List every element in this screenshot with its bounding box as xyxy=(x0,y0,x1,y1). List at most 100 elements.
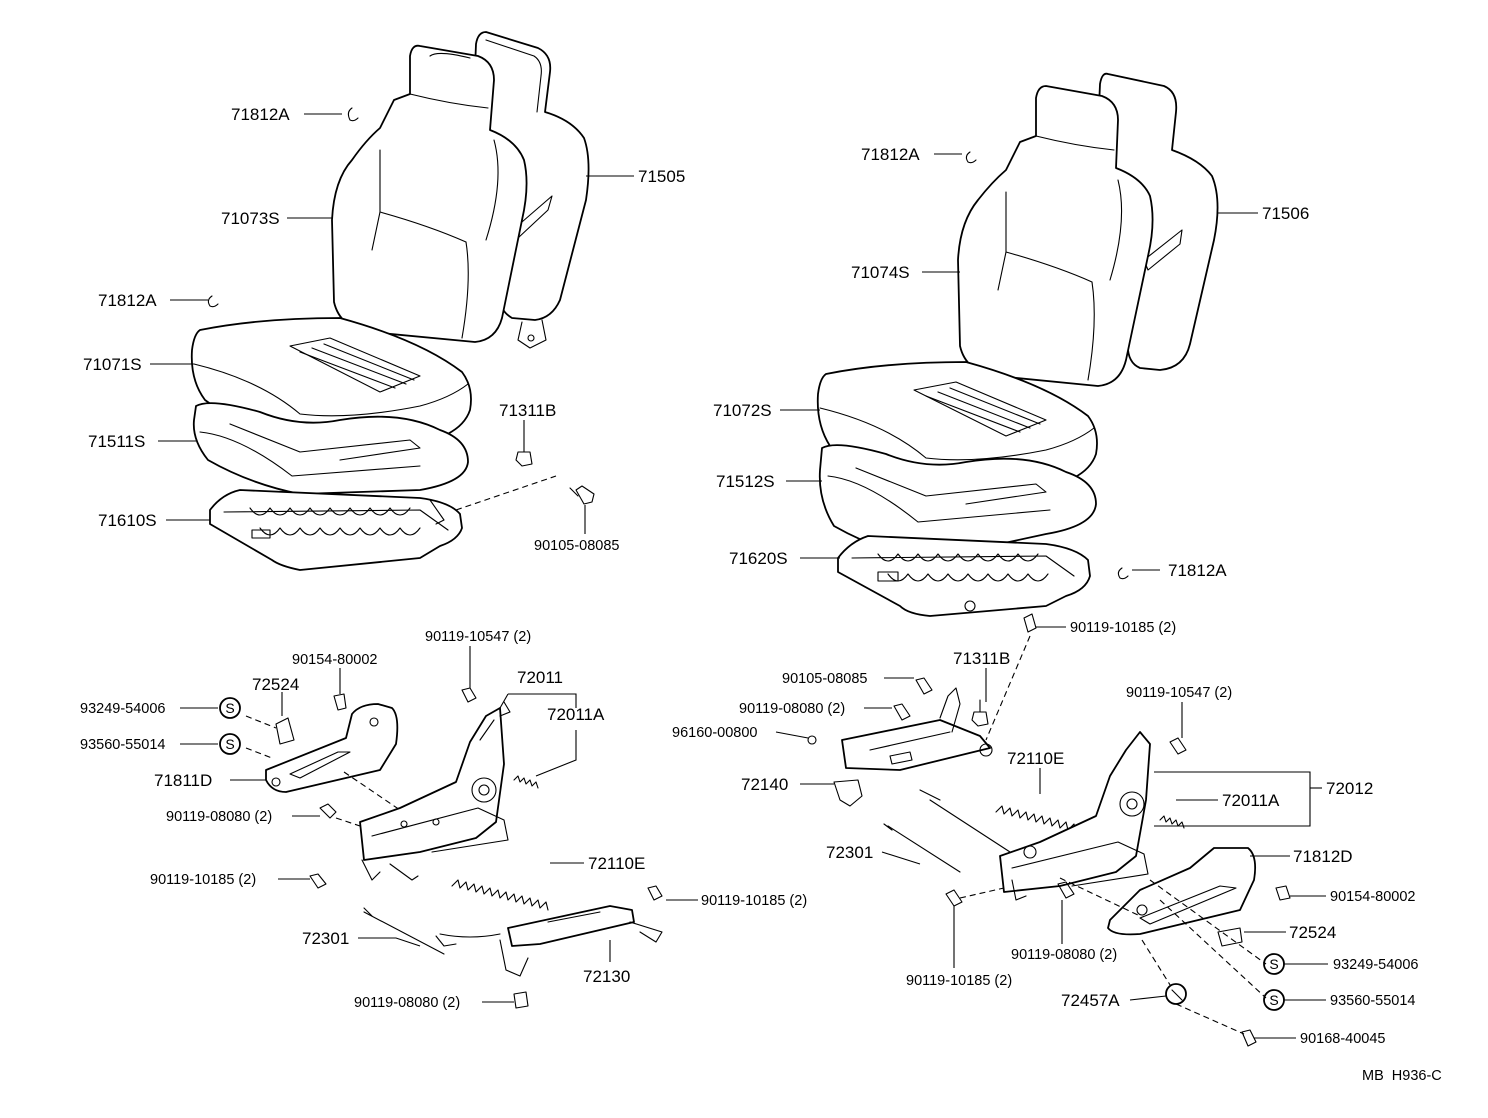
screw-icon xyxy=(1275,885,1291,901)
part-label[interactable]: 72011 xyxy=(517,668,563,687)
part-label[interactable]: 71812D xyxy=(1293,847,1353,866)
svg-text:S: S xyxy=(225,700,234,716)
s-symbol-left-1: S xyxy=(219,697,241,719)
s-symbol-right-1: S xyxy=(1263,953,1285,975)
part-label[interactable]: 90154-80002 xyxy=(1330,889,1415,905)
part-label[interactable]: 71071S xyxy=(83,355,142,374)
part-label[interactable]: 90119-10185 (2) xyxy=(701,893,807,909)
bolt-icon xyxy=(319,803,337,819)
left-cushion-frame-drawing xyxy=(209,489,463,571)
right-adjuster-drawing xyxy=(833,687,993,807)
part-label[interactable]: 71812A xyxy=(1168,561,1227,580)
part-label[interactable]: 90119-10185 (2) xyxy=(1070,620,1176,636)
clip-icon xyxy=(1117,567,1129,580)
part-label[interactable]: 72110E xyxy=(588,854,645,873)
part-label[interactable]: 90119-08080 (2) xyxy=(1011,947,1117,963)
part-label[interactable]: 71074S xyxy=(851,263,910,282)
part-label[interactable]: 71620S xyxy=(729,549,788,568)
clip-icon xyxy=(207,295,219,308)
svg-text:S: S xyxy=(1269,992,1278,1008)
part-label[interactable]: 72301 xyxy=(302,929,349,948)
knob-drawing xyxy=(275,717,295,745)
part-label[interactable]: 90119-08080 (2) xyxy=(354,995,460,1011)
part-label[interactable]: 71511S xyxy=(88,432,145,451)
bolt-icon xyxy=(915,677,933,695)
cable-drawing xyxy=(887,825,961,873)
part-label[interactable]: 72140 xyxy=(741,775,788,794)
part-label[interactable]: 71812A xyxy=(231,105,290,124)
bolt-icon xyxy=(647,885,663,901)
part-label[interactable]: 90119-10547 (2) xyxy=(1126,685,1232,701)
s-symbol-right-2: S xyxy=(1263,989,1285,1011)
part-label[interactable]: 90105-08085 xyxy=(534,538,619,554)
part-label[interactable]: 72012 xyxy=(1326,779,1373,798)
part-label[interactable]: 72011A xyxy=(547,705,605,724)
diagram-code: MB H936-C xyxy=(1362,1068,1442,1084)
bolt-icon xyxy=(309,873,327,889)
screw-icon xyxy=(1241,1029,1257,1047)
part-label[interactable]: 93560-55014 xyxy=(80,737,165,753)
part-label[interactable]: 71610S xyxy=(98,511,157,530)
svg-text:S: S xyxy=(1269,956,1278,972)
part-label[interactable]: 90105-08085 xyxy=(782,671,867,687)
part-label[interactable]: 72130 xyxy=(583,967,630,986)
part-label[interactable]: 90119-10185 (2) xyxy=(150,872,256,888)
clip-icon xyxy=(965,151,977,164)
svg-text:S: S xyxy=(225,736,234,752)
screw-icon xyxy=(333,693,347,711)
right-seatback-front-drawing xyxy=(957,85,1154,387)
right-recliner-cover-drawing xyxy=(1107,847,1291,947)
leader-lines xyxy=(150,113,1328,1039)
clip-icon xyxy=(347,107,359,122)
bolt-icon xyxy=(1169,737,1187,755)
spring-icon xyxy=(451,879,549,911)
part-label[interactable]: 93560-55014 xyxy=(1330,993,1415,1009)
washer-icon xyxy=(807,735,817,745)
left-recliner-cover-drawing xyxy=(265,693,399,793)
nut-icon xyxy=(971,699,989,727)
bolt-icon xyxy=(1023,613,1037,633)
part-label[interactable]: 93249-54006 xyxy=(1333,957,1418,973)
part-label[interactable]: 72457A xyxy=(1061,991,1120,1010)
part-label[interactable]: 90154-80002 xyxy=(292,652,377,668)
left-adjuster-drawing xyxy=(435,905,663,977)
bolt-icon xyxy=(1057,881,1075,899)
part-label[interactable]: 71072S xyxy=(713,401,772,420)
part-label[interactable]: 90119-08080 (2) xyxy=(166,809,272,825)
right-cushion-pad-drawing xyxy=(818,444,1097,561)
part-label[interactable]: 72524 xyxy=(1289,923,1336,942)
part-label[interactable]: 71812A xyxy=(98,291,157,310)
part-label[interactable]: 71811D xyxy=(154,771,212,790)
right-cushion-frame-drawing xyxy=(837,535,1091,617)
knob-drawing xyxy=(1217,927,1243,947)
bolt-icon xyxy=(893,703,911,721)
part-label[interactable]: 71311B xyxy=(953,649,1010,668)
part-label[interactable]: 90119-10547 (2) xyxy=(425,629,531,645)
left-seatback-front-drawing xyxy=(331,44,528,343)
part-label[interactable]: 71505 xyxy=(638,167,685,186)
part-label[interactable]: 96160-00800 xyxy=(672,725,757,741)
bolt-icon xyxy=(461,687,477,703)
part-label[interactable]: 71812A xyxy=(861,145,920,164)
right-recliner-drawing xyxy=(919,731,1151,901)
part-label[interactable]: 71512S xyxy=(716,472,775,491)
part-label[interactable]: 90119-10185 (2) xyxy=(906,973,1012,989)
part-label[interactable]: 72301 xyxy=(826,843,873,862)
part-label[interactable]: 71073S xyxy=(221,209,280,228)
part-label[interactable]: 72011A xyxy=(1222,791,1280,810)
part-label[interactable]: 71311B xyxy=(499,401,556,420)
right-part-labels: 71812A 71506 71074S 71072S 71512S 71620S… xyxy=(672,145,1418,1047)
bolt-icon xyxy=(513,991,529,1009)
left-recliner-drawing xyxy=(359,701,511,881)
part-label[interactable]: 72524 xyxy=(252,675,299,694)
part-label[interactable]: 90119-08080 (2) xyxy=(739,701,845,717)
part-label[interactable]: 71506 xyxy=(1262,204,1309,223)
part-label[interactable]: 93249-54006 xyxy=(80,701,165,717)
left-seat-assembly xyxy=(190,31,663,1009)
nut-icon xyxy=(515,439,533,467)
part-label[interactable]: 90168-40045 xyxy=(1300,1031,1385,1047)
part-label[interactable]: 72110E xyxy=(1007,749,1064,768)
left-part-labels: 71812A 71073S 71505 71812A 71071S 71511S… xyxy=(80,105,807,1011)
